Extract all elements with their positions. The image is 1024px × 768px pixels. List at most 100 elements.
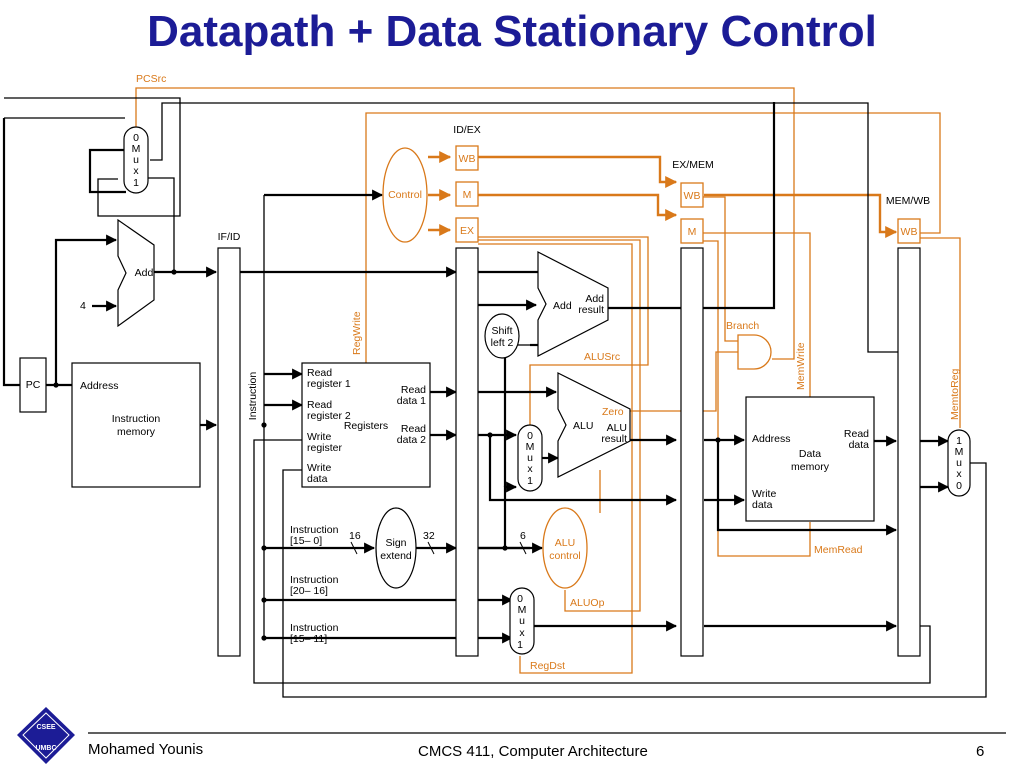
alusrc-label: ALUSrc xyxy=(584,351,620,363)
mem-wb-label: MEM/WB xyxy=(886,195,930,207)
bits-16: 16 xyxy=(349,530,361,542)
bits-6: 6 xyxy=(520,530,526,542)
id-ex-wb-field xyxy=(455,145,479,171)
reg-write-a: Write xyxy=(307,431,331,443)
mem-wb-wb-field xyxy=(897,218,921,244)
bit-slashes xyxy=(350,541,527,555)
add-result-b: result xyxy=(578,304,604,316)
reg-rd1-b: data 1 xyxy=(397,395,426,407)
if-id-register: IF/ID Instruction xyxy=(217,231,259,657)
reg-write-b: register xyxy=(307,442,343,454)
instr-15-0-a: Instruction xyxy=(290,524,339,536)
sign-label-b: extend xyxy=(380,550,412,562)
dmem-write-b: data xyxy=(752,499,773,511)
footer-author: Mohamed Younis xyxy=(88,741,204,758)
regdst-mux-l4: 1 xyxy=(517,639,523,651)
aluop-label: ALUOp xyxy=(570,597,605,609)
alu-ctrl-a: ALU xyxy=(555,537,575,549)
memtoreg-label: MemtoReg xyxy=(949,368,961,420)
slide-title: Datapath + Data Stationary Control xyxy=(147,7,877,56)
csee-logo: CSEE UMBC xyxy=(17,707,75,764)
pc-mux-l1: M xyxy=(132,143,141,155)
alu-mux-l0: 0 xyxy=(527,430,533,442)
memwrite-label: MemWrite xyxy=(795,342,807,390)
sign-extend: Sign extend xyxy=(375,507,417,589)
alu-mux-l1: M xyxy=(526,441,535,453)
ex-mem-m-field xyxy=(680,218,704,244)
pc-adder: Add xyxy=(117,218,155,328)
reg-rd2-a: Read xyxy=(401,423,426,435)
ex-mem-wb-label: WB xyxy=(684,190,701,202)
id-ex-ex-field xyxy=(455,217,479,243)
reg-read1-a: Read xyxy=(307,367,332,379)
data-memory: Address Data memory Read data Write data xyxy=(745,396,875,522)
pc-adder-label: Add xyxy=(135,267,154,279)
imem-name-1: Instruction xyxy=(112,413,161,425)
alu-result-a: ALU xyxy=(607,422,627,434)
id-ex-m-field xyxy=(455,181,479,207)
alu-mux-l4: 1 xyxy=(527,475,533,487)
logo-text-top: CSEE xyxy=(36,724,55,731)
wb-mux-l2: u xyxy=(956,457,962,469)
dmem-read-b: data xyxy=(849,439,870,451)
add-result-a: Add xyxy=(585,293,604,305)
shift-label-b: left 2 xyxy=(491,337,514,349)
reg-wdata-a: Write xyxy=(307,462,331,474)
reg-read1-b: register 1 xyxy=(307,378,351,390)
regwrite-label: RegWrite xyxy=(351,311,363,355)
mem-wb-register: MEM/WB WB xyxy=(886,195,930,657)
ex-mem-label: EX/MEM xyxy=(672,159,713,171)
instruction-memory: Address Instruction memory xyxy=(71,362,201,488)
reg-rd2-b: data 2 xyxy=(397,434,426,446)
dmem-name-2: memory xyxy=(791,461,830,473)
regdst-label: RegDst xyxy=(530,660,565,672)
alu-mux-l3: x xyxy=(527,463,533,475)
zero-label: Zero xyxy=(602,406,624,418)
control-buses xyxy=(428,151,898,238)
pc-mux-l0: 0 xyxy=(133,132,139,144)
pc-mux-l2: u xyxy=(133,154,139,166)
footer-page-number: 6 xyxy=(976,743,985,760)
id-ex-ex-label: EX xyxy=(460,225,474,237)
pc-register: PC xyxy=(19,357,47,413)
dmem-write-a: Write xyxy=(752,488,776,500)
control-wires xyxy=(135,87,961,674)
alu-result-b: result xyxy=(601,433,627,445)
wb-mux-l0: 1 xyxy=(956,435,962,447)
control-label: Control xyxy=(388,189,422,201)
wb-mux-l3: x xyxy=(956,468,962,480)
dmem-name-1: Data xyxy=(799,448,821,460)
branch-and-gate xyxy=(737,334,772,370)
instr-15-0-b: [15– 0] xyxy=(290,535,322,547)
ex-mem-register: EX/MEM WB M xyxy=(672,159,714,657)
regdst-mux-l1: M xyxy=(518,604,527,616)
pc-label: PC xyxy=(26,379,41,391)
ex-mem-m-label: M xyxy=(688,226,697,238)
mem-wb-wb-label: WB xyxy=(901,226,918,238)
control-unit: Control xyxy=(382,147,428,243)
instruction-label: Instruction xyxy=(247,372,259,421)
if-id-label: IF/ID xyxy=(218,231,241,243)
branch-adder: Add Add result xyxy=(537,251,609,357)
id-ex-label: ID/EX xyxy=(453,124,480,136)
registers-label: Registers xyxy=(344,420,388,432)
id-ex-register: ID/EX WB M EX xyxy=(453,124,481,657)
alu-ctrl-b: control xyxy=(549,550,581,562)
pc-mux-l4: 1 xyxy=(133,177,139,189)
shift-label-a: Shift xyxy=(491,325,512,337)
reg-read2-b: register 2 xyxy=(307,410,351,422)
id-ex-m-label: M xyxy=(463,189,472,201)
id-ex-wb-label: WB xyxy=(459,153,476,165)
memtoreg-mux: 1 M u x 0 xyxy=(947,429,971,497)
alu-src-mux: 0 M u x 1 xyxy=(517,424,543,492)
pcsrc-label: PCSrc xyxy=(136,73,166,85)
alu: ALU ALU result xyxy=(557,372,631,478)
alu-label: ALU xyxy=(573,420,593,432)
instr-20-16-b: [20– 16] xyxy=(290,585,328,597)
constant-four: 4 xyxy=(80,300,86,312)
reg-rd1-a: Read xyxy=(401,384,426,396)
instr-15-11-a: Instruction xyxy=(290,622,339,634)
instr-15-11-b: [15– 11] xyxy=(290,633,327,645)
